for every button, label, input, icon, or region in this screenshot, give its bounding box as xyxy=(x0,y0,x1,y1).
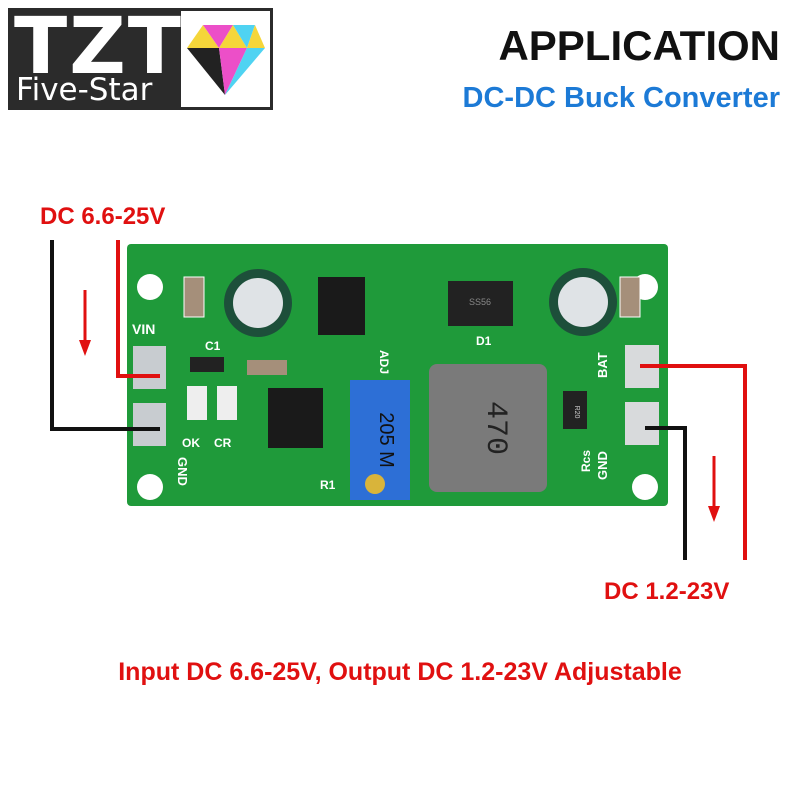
svg-text:205 M: 205 M xyxy=(375,412,397,468)
svg-text:R20: R20 xyxy=(573,406,580,419)
svg-text:CR: CR xyxy=(214,436,232,450)
svg-text:GND: GND xyxy=(595,451,610,480)
svg-text:OK: OK xyxy=(182,436,200,450)
svg-text:R1: R1 xyxy=(320,478,336,492)
output-ground-wire xyxy=(645,426,687,560)
input-positive-wire xyxy=(116,240,160,378)
output-voltage-label: DC 1.2-23V xyxy=(604,578,730,605)
svg-text:GND: GND xyxy=(175,457,190,486)
svg-text:ADJ: ADJ xyxy=(377,350,391,374)
diode xyxy=(448,281,513,326)
logo-brand: TZT xyxy=(14,2,183,92)
ic-chip xyxy=(318,277,365,335)
terminal-gnd-out xyxy=(625,402,659,445)
sense-resistor xyxy=(563,391,587,429)
svg-text:470: 470 xyxy=(478,401,512,455)
ic-chip xyxy=(268,388,323,448)
svg-text:Rcs: Rcs xyxy=(579,450,593,472)
input-voltage-label: DC 6.6-25V xyxy=(40,203,166,230)
input-ground-wire xyxy=(50,240,160,431)
arrow-down-icon xyxy=(79,290,91,356)
diamond-icon xyxy=(181,11,270,107)
terminal-vin xyxy=(133,346,166,389)
brand-logo: TZT Five-Star xyxy=(8,2,273,110)
logo-tagline: Five-Star xyxy=(16,72,153,108)
output-positive-wire xyxy=(640,364,747,560)
page-subtitle: DC-DC Buck Converter xyxy=(462,82,780,114)
terminal-gnd-in xyxy=(133,403,166,446)
led-ok xyxy=(187,386,207,420)
svg-text:D1: D1 xyxy=(476,334,492,348)
caption: Input DC 6.6-25V, Output DC 1.2-23V Adju… xyxy=(118,658,682,686)
svg-text:SS56: SS56 xyxy=(469,297,491,307)
arrow-down-icon xyxy=(708,456,720,522)
led-cr xyxy=(217,386,237,420)
page-title: APPLICATION xyxy=(498,22,780,69)
svg-text:VIN: VIN xyxy=(132,321,155,337)
svg-text:BAT: BAT xyxy=(595,352,610,378)
inductor xyxy=(429,364,547,492)
svg-text:C1: C1 xyxy=(205,339,221,353)
